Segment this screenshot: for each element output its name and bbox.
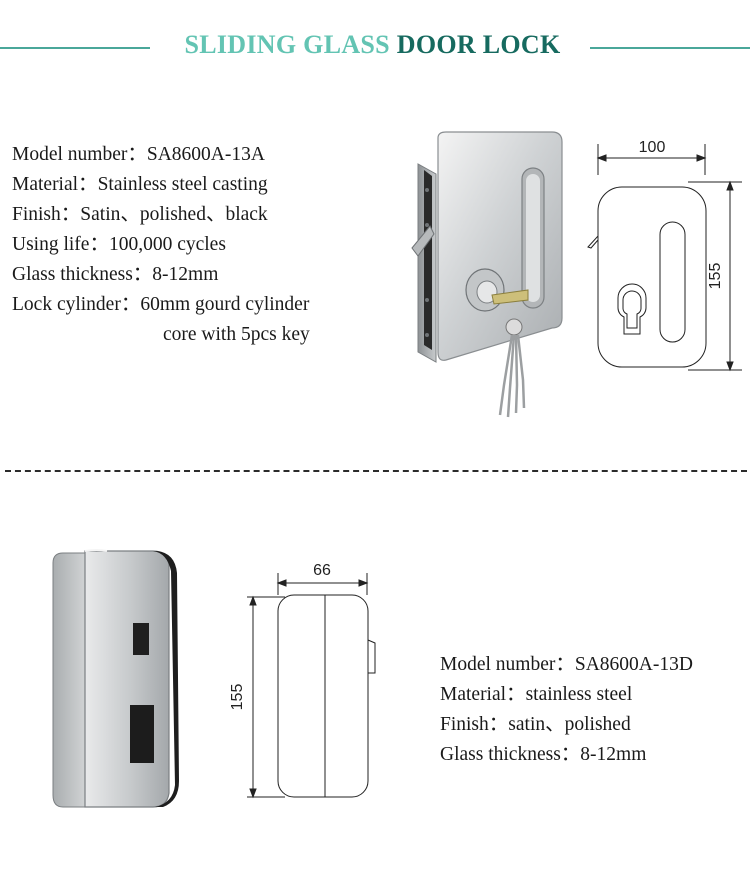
spec-row: Lock cylinder：60mm gourd cylinder: [12, 290, 310, 320]
spec-row: Model number：SA8600A-13D: [440, 650, 693, 680]
header-rule-right: [590, 47, 750, 49]
spec-row: Material：stainless steel: [440, 680, 693, 710]
spec-value: stainless steel: [525, 684, 633, 705]
title-part-light: SLIDING GLASS: [184, 30, 397, 59]
product1-spec-list: Model number：SA8600A-13A Material：Stainl…: [12, 140, 310, 350]
spec-value: 8-12mm: [152, 264, 219, 285]
spec-value: SA8600A-13D: [574, 654, 693, 675]
height-dimension-label: 155: [707, 263, 724, 290]
spec-label: Model number：: [440, 654, 575, 675]
spec-row-continuation: core with 5pcs key: [163, 324, 310, 345]
spec-label: Glass thickness：: [12, 264, 153, 285]
spec-value: Stainless steel casting: [97, 174, 268, 195]
spec-label: Material：: [12, 174, 98, 195]
product2-photo: [52, 549, 179, 808]
spec-row: Glass thickness：8-12mm: [12, 260, 310, 290]
section-divider: [5, 470, 747, 472]
spec-value: SA8600A-13A: [146, 144, 265, 165]
page-title: SLIDING GLASS DOOR LOCK: [160, 30, 585, 60]
spec-value: 100,000 cycles: [108, 234, 226, 255]
spec-row: Finish：Satin、polished、black: [12, 200, 310, 230]
product1-drawing: 100 155: [587, 139, 742, 372]
product2-drawing: 66 155: [229, 562, 376, 799]
spec-value: 60mm gourd cylinder: [140, 294, 310, 315]
height-dimension-label: 155: [229, 684, 246, 711]
product1-photo: [411, 131, 563, 418]
spec-label: Model number：: [12, 144, 147, 165]
header-rule-left: [0, 47, 150, 49]
width-dimension-label: 66: [313, 562, 331, 579]
spec-label: Finish：: [12, 204, 81, 225]
spec-row: Material：Stainless steel casting: [12, 170, 310, 200]
spec-label: Using life：: [12, 234, 109, 255]
product2-spec-list: Model number：SA8600A-13D Material：stainl…: [440, 650, 693, 770]
spec-label: Glass thickness：: [440, 744, 581, 765]
spec-label: Material：: [440, 684, 526, 705]
spec-value: Satin、polished、black: [80, 204, 268, 225]
spec-row: Model number：SA8600A-13A: [12, 140, 310, 170]
spec-label: Finish：: [440, 714, 509, 735]
spec-value: 8-12mm: [580, 744, 647, 765]
spec-row: Glass thickness：8-12mm: [440, 740, 693, 770]
title-part-dark: DOOR LOCK: [396, 30, 561, 59]
spec-row: Finish：satin、polished: [440, 710, 693, 740]
spec-label: Lock cylinder：: [12, 294, 141, 315]
spec-value: satin、polished: [508, 714, 631, 735]
width-dimension-label: 100: [639, 139, 666, 156]
spec-row: Using life：100,000 cycles: [12, 230, 310, 260]
